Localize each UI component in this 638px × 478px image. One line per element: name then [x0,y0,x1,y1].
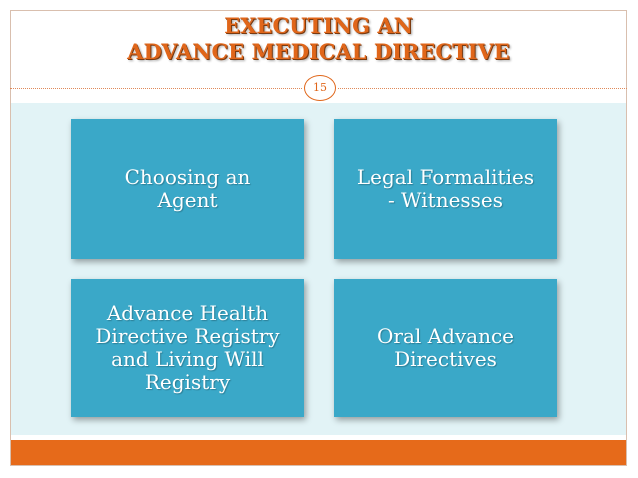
tile-label: Legal Formalities - Witnesses [356,165,535,212]
tile-registry: Advance Health Directive Registry and Li… [71,279,304,417]
slide-title: EXECUTING AN ADVANCE MEDICAL DIRECTIVE [10,13,627,65]
tile-label: Advance Health Directive Registry and Li… [95,301,280,394]
bottom-accent-bar [11,440,626,465]
page-number: 15 [304,75,336,101]
tile-legal-formalities: Legal Formalities - Witnesses [334,119,557,259]
tile-oral-directives: Oral Advance Directives [334,279,557,417]
tile-label: Oral Advance Directives [376,324,515,371]
title-divider-right [338,88,627,89]
title-line-2: ADVANCE MEDICAL DIRECTIVE [127,39,510,64]
title-line-1: EXECUTING AN [224,13,413,38]
tile-label: Choosing an Agent [124,165,251,212]
tile-choosing-agent: Choosing an Agent [71,119,304,259]
title-divider-left [10,88,302,89]
